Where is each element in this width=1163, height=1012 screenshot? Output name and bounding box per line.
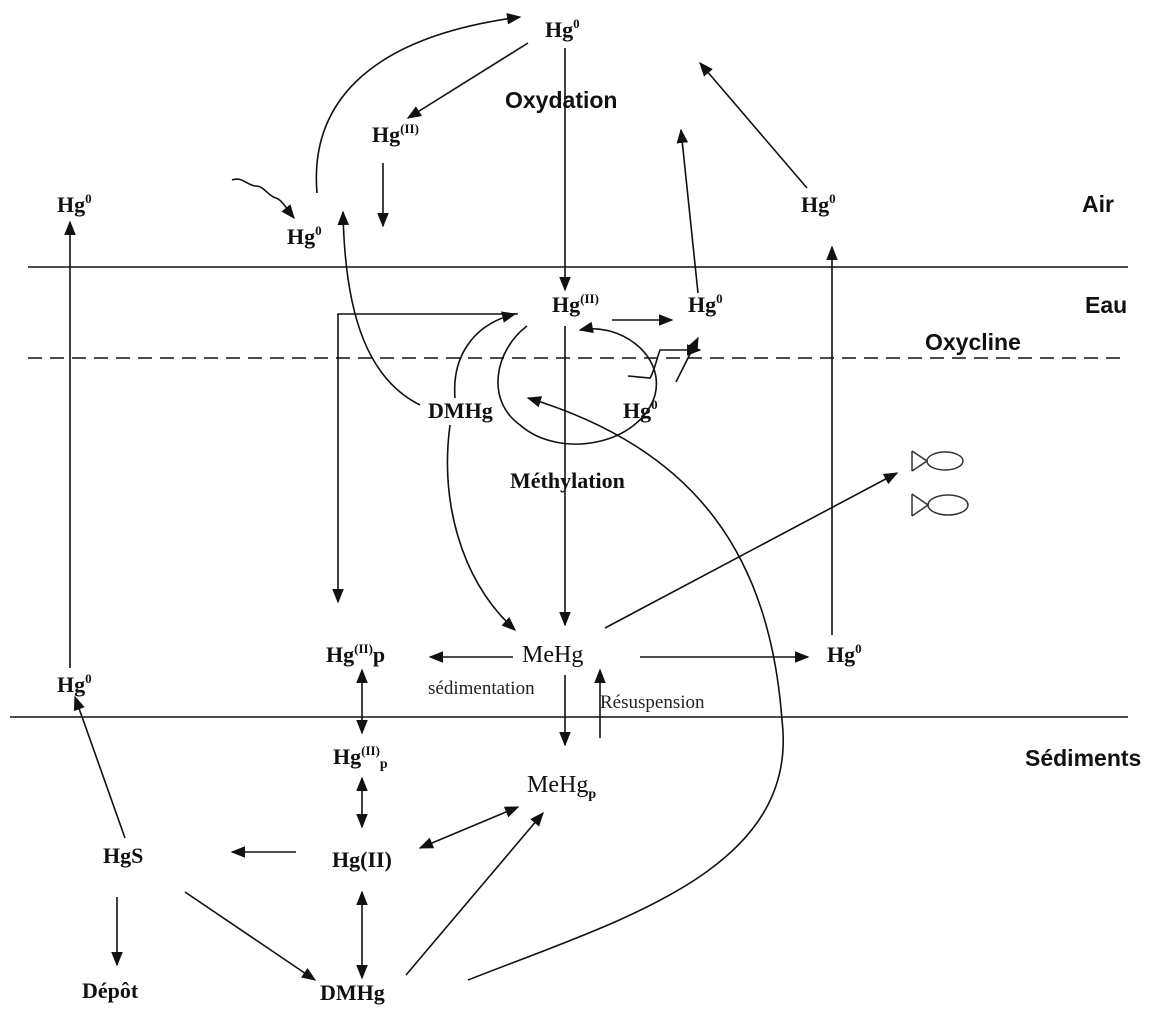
process-sedimentation: sédimentation bbox=[428, 678, 535, 699]
arrow-hg0emission-to-hg0top bbox=[315, 12, 522, 194]
species-hg0-left-bottom: Hg0 bbox=[57, 671, 92, 697]
process-resuspension: Résuspension bbox=[600, 692, 705, 713]
arrow-dmhg-to-hg0air bbox=[337, 210, 421, 406]
process-methylation: Méthylation bbox=[510, 468, 625, 493]
layer-label-eau: Eau bbox=[1085, 292, 1127, 318]
arrow-hg0top-to-hgII bbox=[406, 42, 529, 119]
species-dmhg-water: DMHg bbox=[428, 398, 493, 423]
arrow-hg0water-up bbox=[676, 128, 699, 294]
arrow-loop-to-hg0oxy bbox=[627, 344, 702, 379]
arrow-hgII-mehgp bbox=[418, 806, 520, 849]
arrow-dmhg-to-mehgp bbox=[405, 811, 544, 976]
layer-label-oxycline: Oxycline bbox=[925, 329, 1021, 355]
species-hg0-right-water: Hg0 bbox=[827, 641, 862, 667]
species-mehgp-sediment: MeHgp bbox=[527, 772, 596, 802]
arrow-hgs-to-dmhg bbox=[184, 891, 317, 981]
fish-icon bbox=[911, 450, 964, 472]
methylation-loop bbox=[497, 321, 658, 445]
arrow-hg0oxy-to-hg0water bbox=[675, 336, 699, 383]
species-hg0-right-air: Hg0 bbox=[801, 191, 836, 217]
arrow-hgs-to-hg0 bbox=[73, 695, 126, 839]
fish-icon bbox=[911, 493, 969, 517]
species-mehg-water: MeHg bbox=[522, 642, 583, 668]
layer-label-air: Air bbox=[1082, 191, 1114, 217]
arrow-hgIIp-bracket bbox=[332, 313, 518, 604]
arrow-dmhgsed-to-dmhgwater bbox=[467, 396, 785, 981]
species-hg0-water: Hg0 bbox=[688, 291, 723, 317]
species-hg0-top: Hg0 bbox=[545, 16, 580, 42]
species-hgIIp-water: Hg(II)p bbox=[326, 641, 385, 667]
species-hgs: HgS bbox=[103, 843, 143, 868]
process-depot: Dépôt bbox=[82, 978, 139, 1003]
arrow-dmhg-loop-up bbox=[453, 311, 517, 399]
arrow-dmhg-to-mehg bbox=[446, 424, 517, 631]
species-hg0-left-air: Hg0 bbox=[57, 191, 92, 217]
species-dmhg-sediment: DMHg bbox=[320, 980, 385, 1005]
species-hg0-emission: Hg0 bbox=[287, 223, 322, 249]
process-oxydation: Oxydation bbox=[505, 87, 617, 113]
arrow-hg0rightair-up bbox=[699, 61, 808, 189]
species-hg0-oxycline: Hg0 bbox=[623, 397, 658, 423]
arrow-mehg-to-fish bbox=[604, 472, 899, 629]
species-hgIIp-sediment: Hg(II)p bbox=[333, 743, 388, 772]
species-hgII-water: Hg(II) bbox=[552, 291, 599, 317]
species-hgII-air: Hg(II) bbox=[372, 121, 419, 147]
emission-squiggle bbox=[231, 178, 295, 220]
layer-label-sediments: Sédiments bbox=[1025, 745, 1141, 771]
species-hgII-sediment: Hg(II) bbox=[332, 847, 392, 872]
